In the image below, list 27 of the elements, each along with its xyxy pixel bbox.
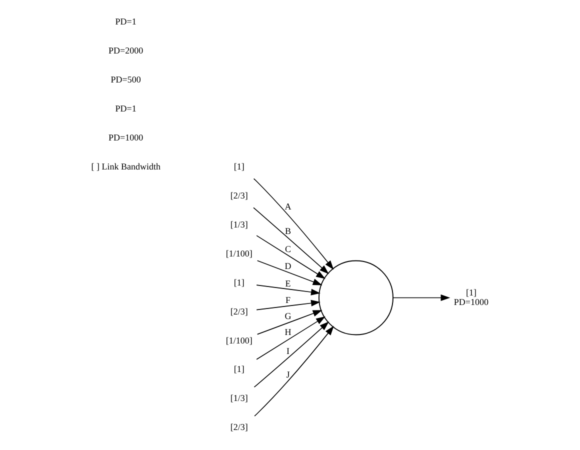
- node-text: [2/3]: [230, 190, 248, 200]
- node-text: [1/100]: [226, 335, 252, 346]
- label: PD=500: [110, 74, 141, 85]
- edge-label: J: [286, 370, 290, 380]
- edge-label: C: [285, 244, 292, 254]
- node-text: [1/3]: [230, 219, 248, 230]
- edge-label: B: [285, 226, 292, 236]
- node-text: [1/100]: [226, 248, 252, 258]
- edge-label: A: [284, 202, 292, 212]
- node-text: [2/3]: [230, 422, 248, 432]
- node-text: [1] PD=1000: [454, 287, 489, 307]
- node-text: [1/3]: [230, 393, 248, 404]
- label: PD=1: [115, 16, 136, 27]
- label: PD=1000: [108, 132, 144, 142]
- node-text: [2/3]: [230, 306, 248, 316]
- node-text: [1]: [234, 161, 244, 172]
- node-text: [1]: [234, 277, 244, 288]
- edge-label: D: [284, 260, 292, 271]
- edge-label: E: [285, 278, 291, 288]
- label: PD=1: [115, 104, 136, 114]
- node-text: [1]: [234, 364, 244, 374]
- edge-label: G: [284, 311, 292, 322]
- edge-label: F: [286, 295, 291, 306]
- label: [ ] Link Bandwidth: [91, 161, 160, 172]
- label: PD=2000: [108, 46, 144, 56]
- edge-label: I: [286, 346, 290, 356]
- edge-label: H: [284, 327, 292, 338]
